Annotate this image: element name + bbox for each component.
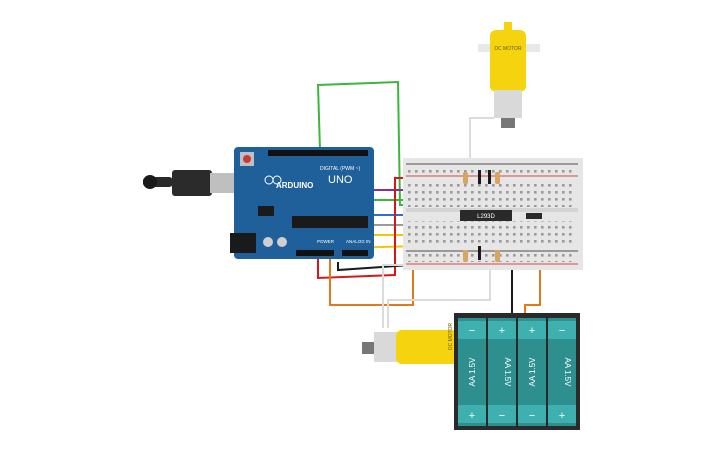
arduino-logo-text: ARDUINO [276, 181, 313, 190]
motor-bottom-can [374, 332, 398, 362]
battery-cell-band-bottom [518, 405, 546, 423]
resistor-1 [463, 172, 468, 184]
power-header-label: POWER [317, 239, 335, 244]
motor-top-shaft [504, 22, 512, 32]
battery-terminal-top: − [469, 325, 475, 337]
battery-cell-band-bottom [548, 405, 576, 423]
l293d-label: L293D [477, 214, 495, 220]
dc-motor-top[interactable]: DC MOTOR [478, 22, 540, 128]
terminal-strip-top [408, 181, 576, 207]
usb-cable-end [143, 175, 157, 189]
motor-top-end [501, 118, 515, 128]
battery-cell: + AA 1.5V − [488, 318, 516, 426]
capacitor-bb-3 [478, 246, 481, 260]
motor-bottom-end [362, 342, 374, 354]
battery-cell-band-bottom [458, 405, 486, 423]
battery-cell-label: AA 1.5V [563, 358, 572, 388]
capacitor-2 [277, 237, 287, 247]
resistor-3 [463, 250, 468, 262]
battery-cell-band [488, 321, 516, 339]
arduino-uno[interactable]: DIGITAL (PWM ~) ARDUINO UNO POWER ANALOG… [143, 147, 374, 259]
battery-terminal-top: + [529, 325, 535, 337]
battery-terminal-bottom: − [499, 410, 505, 422]
battery-cell-label: AA 1.5V [468, 357, 477, 387]
capacitor-bb-1 [478, 170, 481, 184]
motor-bottom-gearbox [396, 330, 458, 364]
capacitor-1 [263, 237, 273, 247]
battery-cell-band [548, 321, 576, 339]
dc-motor-bottom[interactable]: DC MOTOR [362, 322, 466, 364]
battery-cell: + AA 1.5V − [518, 318, 546, 426]
battery-orange-lead[interactable] [524, 260, 541, 318]
rail-bottom-holes [408, 253, 576, 262]
analog-header-label: ANALOG IN [346, 239, 371, 244]
power-header [296, 250, 334, 256]
terminal-strip-bottom [408, 221, 576, 247]
battery-cell: − AA 1.5V + [458, 318, 486, 426]
battery-terminal-bottom: − [529, 410, 535, 422]
power-jack [230, 233, 256, 253]
red-wire[interactable] [317, 177, 405, 280]
battery-terminal-bottom: + [559, 410, 565, 422]
resistor-2 [495, 172, 500, 184]
motor-top-can [494, 90, 522, 118]
atmega-chip [292, 216, 368, 228]
motor-top-gearbox [490, 30, 526, 92]
battery-terminal-bottom: + [469, 410, 475, 422]
rail-top-holes [408, 166, 576, 175]
small-ic [526, 213, 542, 219]
motor-bottom-label: DC MOTOR [448, 322, 454, 350]
motor-top-label: DC MOTOR [494, 46, 522, 52]
arduino-board [234, 147, 374, 259]
white-wire-bottom-motor-2[interactable] [387, 262, 491, 328]
orange-wire[interactable] [329, 255, 414, 306]
small-chip [258, 206, 274, 216]
digital-header [268, 150, 368, 156]
battery-cell-band [458, 321, 486, 339]
battery-cell: − AA 1.5V + [548, 318, 576, 426]
battery-cell-label: AA 1.5V [528, 357, 537, 387]
battery-cell-band-bottom [488, 405, 516, 423]
breadboard[interactable]: L293D [403, 158, 583, 270]
arduino-logo-icon-2 [272, 175, 282, 185]
usb-plug[interactable] [172, 170, 212, 196]
battery-terminal-top: − [559, 325, 565, 337]
battery-terminal-top: + [499, 325, 505, 337]
capacitor-bb-2 [488, 170, 491, 184]
analog-header [342, 250, 368, 256]
digital-header-label: DIGITAL (PWM ~) [320, 166, 360, 172]
white-wire-bottom-motor[interactable] [382, 264, 405, 328]
battery-pack[interactable]: − AA 1.5V + + AA 1.5V − + AA 1.5V − − AA 1.5V + [454, 313, 580, 430]
arduino-model-text: UNO [328, 174, 353, 186]
l293d-chip[interactable] [460, 210, 512, 221]
resistor-4 [495, 250, 500, 262]
battery-cell-label: AA 1.5V [503, 358, 512, 388]
battery-cell-band [518, 321, 546, 339]
reset-button-cap[interactable] [243, 155, 251, 163]
